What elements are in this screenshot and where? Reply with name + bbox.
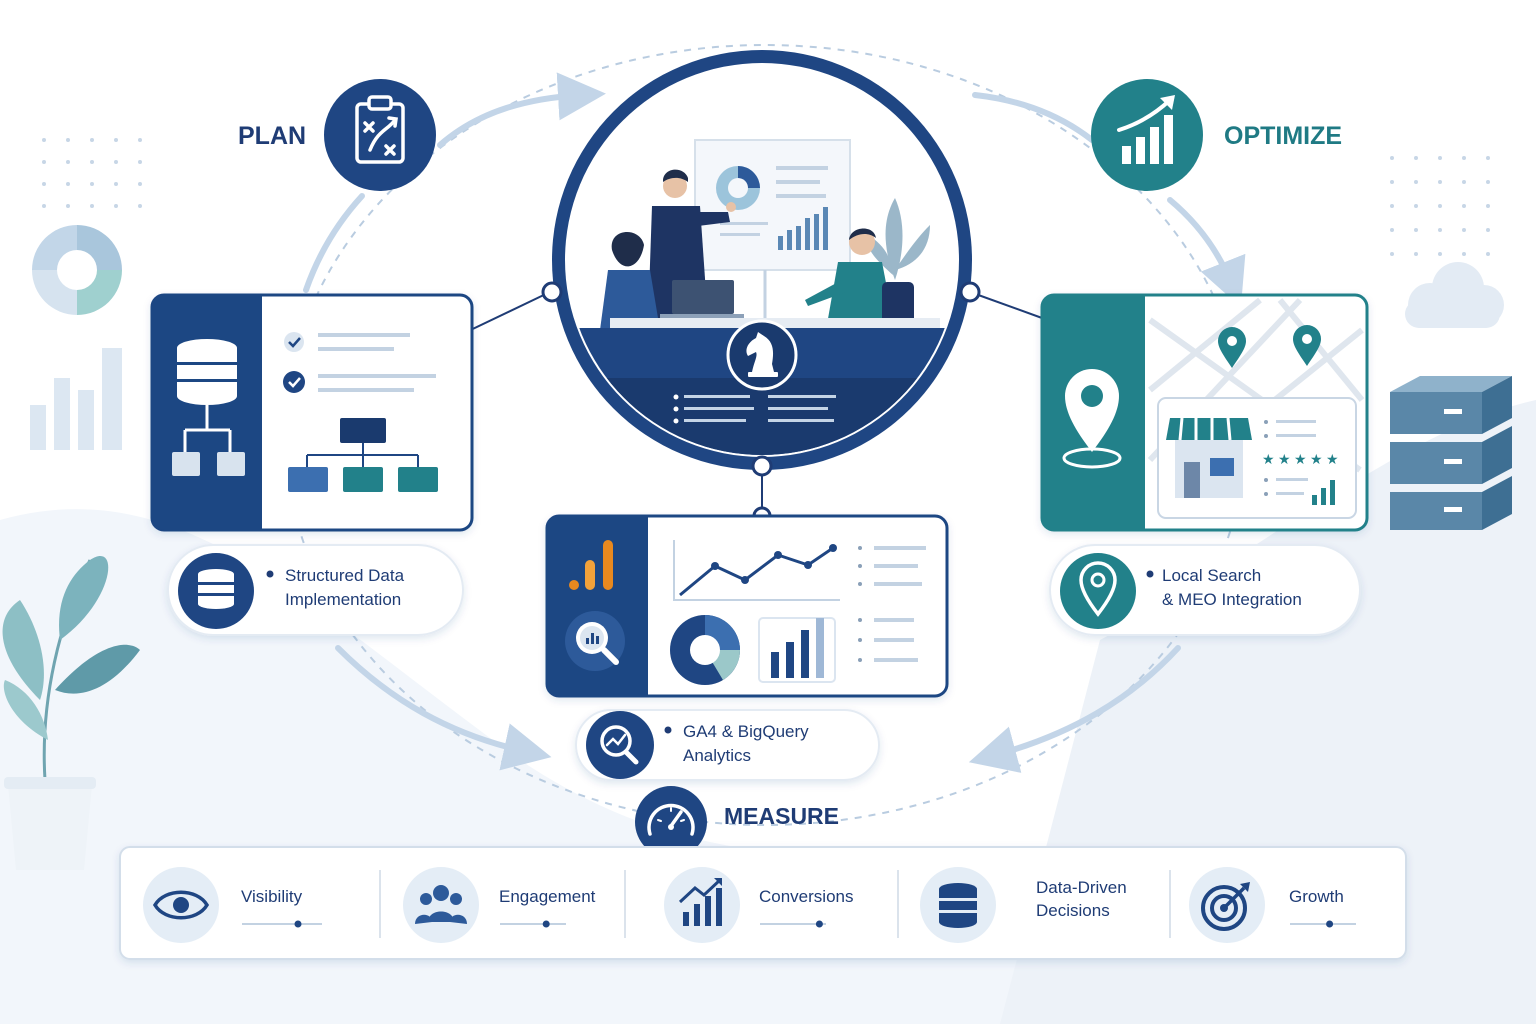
metric-sliders bbox=[242, 920, 1356, 928]
center-strategy-circle bbox=[453, 50, 981, 526]
structured-data-line1: Structured Data bbox=[285, 566, 405, 585]
bar-chart-icon bbox=[758, 617, 836, 683]
metric-engagement-line1: Engagement bbox=[499, 887, 596, 906]
analytics-pill-icon-circle bbox=[586, 711, 654, 779]
analytics-list-lines bbox=[858, 546, 926, 662]
check-icon bbox=[283, 371, 305, 393]
measure-title: MEASURE bbox=[724, 803, 839, 829]
metric-data-driven-line1: Data-Driven bbox=[1036, 878, 1127, 897]
plan-title: PLAN bbox=[238, 122, 306, 150]
local-search-line1: Local Search bbox=[1162, 566, 1262, 585]
arrow-optimize-to-local bbox=[1167, 197, 1246, 308]
arrow-structured-to-analytics bbox=[335, 645, 552, 771]
check-icon bbox=[284, 332, 304, 352]
store-listing-panel: ★★★★★ bbox=[1157, 397, 1357, 519]
metric-data-driven-line2: Decisions bbox=[1036, 901, 1110, 920]
metric-slider-track bbox=[500, 923, 566, 925]
seated-man bbox=[805, 228, 914, 330]
local-search-label: Local Search & MEO Integration bbox=[1162, 564, 1342, 612]
analytics-line1: GA4 & BigQuery bbox=[683, 722, 809, 741]
speedometer-icon bbox=[647, 803, 695, 836]
metric-slider-track bbox=[242, 923, 322, 925]
metric-slider-knob bbox=[294, 920, 302, 928]
database-icon bbox=[198, 569, 234, 609]
metric-slider-track bbox=[1290, 923, 1356, 925]
optimize-title: OPTIMIZE bbox=[1224, 122, 1342, 150]
laptop bbox=[660, 280, 744, 319]
map-pin-small-icon bbox=[1079, 561, 1117, 617]
metric-visibility-label: Visibility bbox=[241, 885, 361, 908]
svg-text:★: ★ bbox=[1294, 452, 1307, 468]
plan-stage: PLAN bbox=[238, 79, 436, 191]
structured-data-label: Structured Data Implementation bbox=[285, 564, 455, 612]
structured-data-line2: Implementation bbox=[285, 590, 402, 609]
presentation-board bbox=[694, 139, 851, 320]
metric-conversions-label: Conversions bbox=[759, 885, 889, 908]
metric-visibility-line1: Visibility bbox=[241, 887, 303, 906]
arrow-plan-to-center bbox=[437, 72, 606, 148]
users-icon bbox=[415, 885, 467, 924]
metric-slider-knob bbox=[1326, 920, 1334, 928]
seated-woman bbox=[600, 232, 660, 330]
svg-text:★: ★ bbox=[1326, 452, 1339, 468]
metric-conversions-line1: Conversions bbox=[759, 887, 854, 906]
local-pill-icon-circle bbox=[1060, 553, 1136, 629]
connector-node-left bbox=[541, 281, 563, 303]
cycle-arrows bbox=[303, 72, 1246, 773]
metric-engagement-label: Engagement bbox=[499, 885, 619, 908]
rating-stars: ★★★★★ bbox=[1262, 452, 1339, 468]
metric-slider-track bbox=[760, 923, 826, 925]
ga4-logo-icon bbox=[569, 540, 613, 590]
metric-growth-label: Growth bbox=[1289, 885, 1389, 908]
metric-slider-knob bbox=[542, 920, 550, 928]
svg-text:★: ★ bbox=[1310, 452, 1323, 468]
connector-node-right bbox=[959, 281, 981, 303]
optimize-stage: OPTIMIZE bbox=[1091, 79, 1342, 191]
metric-data-driven-label: Data-Driven Decisions bbox=[1036, 876, 1156, 922]
cloud-icon bbox=[1405, 262, 1504, 328]
storefront-icon bbox=[1166, 417, 1252, 498]
plant-decoration-icon bbox=[2, 556, 140, 870]
map-pin-icon bbox=[1062, 369, 1122, 469]
arrow-local-to-analytics bbox=[968, 645, 1181, 773]
optimize-icon-circle bbox=[1091, 79, 1203, 191]
target-icon bbox=[1201, 882, 1250, 931]
map-marker-icon bbox=[1218, 325, 1321, 368]
svg-text:★: ★ bbox=[1278, 452, 1291, 468]
database-stack-icon bbox=[939, 883, 977, 928]
metric-dividers bbox=[379, 870, 1171, 938]
analytics-label: GA4 & BigQuery Analytics bbox=[683, 720, 863, 768]
org-chart-icon bbox=[288, 418, 438, 492]
trend-up-icon bbox=[678, 878, 722, 926]
svg-text:★: ★ bbox=[1262, 452, 1275, 468]
metric-growth-line1: Growth bbox=[1289, 887, 1344, 906]
decorative-bars-icon bbox=[30, 348, 122, 450]
line-chart-panel bbox=[673, 540, 840, 601]
chess-knight-icon bbox=[746, 332, 778, 377]
eye-icon bbox=[152, 890, 210, 920]
arrow-structured-to-plan bbox=[303, 193, 365, 293]
measure-icon-circle bbox=[635, 786, 707, 858]
metric-slider-knob bbox=[815, 920, 823, 928]
center-bullet-lines bbox=[673, 394, 836, 424]
strategy-clipboard-icon bbox=[355, 95, 405, 164]
analytics-search-icon bbox=[600, 725, 639, 765]
local-search-line2: & MEO Integration bbox=[1162, 590, 1302, 609]
analytics-pill bbox=[575, 709, 880, 781]
server-stack-icon bbox=[1390, 376, 1512, 530]
structured-data-card bbox=[150, 293, 474, 532]
database-tree-icon bbox=[172, 339, 245, 476]
decorative-donut-icon bbox=[32, 225, 122, 315]
growth-chart-icon bbox=[1117, 95, 1175, 164]
bigquery-search-icon bbox=[565, 611, 625, 671]
connector-node-bottom bbox=[751, 455, 773, 477]
analytics-line2: Analytics bbox=[683, 746, 752, 765]
donut-chart-icon bbox=[670, 615, 740, 685]
arrow-center-to-optimize bbox=[972, 92, 1095, 143]
checklist bbox=[283, 332, 436, 393]
